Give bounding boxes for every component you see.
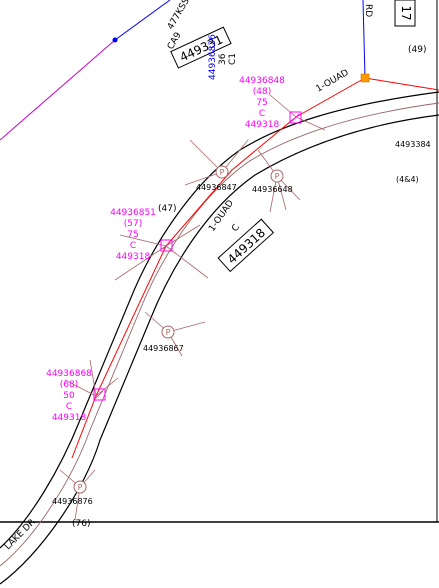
transformer-marks	[95, 113, 300, 399]
junction-node[interactable]	[360, 73, 370, 83]
svg-text:(48): (48)	[253, 87, 271, 97]
svg-text:44936868: 44936868	[46, 369, 92, 379]
label-ouad-top: 1-OUAD	[315, 68, 351, 95]
svg-text:C: C	[130, 241, 136, 251]
secondary-line-blue-vertical	[362, 0, 366, 79]
label-pole-847: 44936847	[196, 183, 237, 192]
label-right-paren: (4&4)	[396, 175, 419, 184]
pole-44936847	[215, 165, 229, 179]
svg-text:44936848: 44936848	[239, 76, 285, 86]
label-pole-876: 44936876	[52, 497, 93, 506]
secondary-node-dot	[112, 37, 118, 43]
label-76: (76)	[72, 519, 90, 529]
label-47: (47)	[158, 204, 176, 214]
svg-text:C1: C1	[228, 53, 238, 65]
svg-text:449318: 449318	[245, 120, 280, 130]
svg-text:P: P	[166, 328, 171, 337]
label-pole-867: 44936867	[143, 344, 184, 353]
label-pole-648: 44936648	[252, 185, 293, 194]
label-right-id: 4493384	[395, 140, 431, 149]
svg-text:75: 75	[256, 98, 267, 108]
label-ouad-c: C	[230, 223, 242, 234]
pole-44936876	[73, 480, 87, 494]
svg-text:36: 36	[218, 53, 228, 65]
svg-text:C: C	[66, 402, 72, 412]
poles[interactable]	[73, 165, 284, 494]
svg-text:P: P	[78, 483, 83, 492]
transformer-44936851	[160, 239, 173, 252]
svg-text:44936851: 44936851	[110, 208, 156, 218]
feeder-box-17-text: 17	[399, 5, 413, 20]
road-curb-south	[0, 114, 439, 585]
label-49: (49)	[408, 45, 426, 55]
transformer-label-44936868: 44936868 (68) 50 C 449318	[46, 369, 92, 423]
svg-text:(57): (57)	[124, 219, 142, 229]
transformer-44936868	[93, 388, 106, 401]
svg-text:C: C	[259, 109, 265, 119]
svg-text:75: 75	[127, 230, 138, 240]
svg-text:449318: 449318	[116, 252, 151, 262]
svg-text:P: P	[220, 168, 225, 177]
label-rd: RD	[363, 4, 373, 17]
secondary-line-magenta	[0, 39, 116, 141]
svg-text:44936836: 44936836	[208, 34, 218, 80]
pole-44936867	[161, 325, 175, 339]
svg-text:(68): (68)	[60, 380, 78, 390]
transformer-label-44936851: 44936851 (57) 75 C 449318	[110, 208, 156, 262]
svg-text:449318: 449318	[52, 413, 87, 423]
road-centerline	[0, 102, 439, 567]
feeder-box-449318[interactable]: 449318	[217, 218, 275, 273]
road-curb-north	[0, 91, 439, 549]
transformer-44936848	[289, 111, 302, 124]
label-top-rotated: 477KSSH	[166, 0, 195, 31]
primary-line	[71, 77, 366, 459]
blue-pole-top-labels: 44936836 36 C1	[208, 34, 238, 80]
transformer-label-44936848: 44936848 (48) 75 C 449318	[239, 76, 285, 130]
secondary-line-blue-top	[114, 0, 171, 41]
feeder-box-17[interactable]: 17	[394, 0, 416, 27]
pole-44936648	[270, 169, 284, 183]
primary-line-east	[364, 77, 439, 91]
svg-text:50: 50	[63, 391, 75, 401]
transformers[interactable]	[93, 111, 302, 401]
pole-letters: P P P P	[78, 168, 280, 492]
svg-text:P: P	[275, 172, 280, 181]
